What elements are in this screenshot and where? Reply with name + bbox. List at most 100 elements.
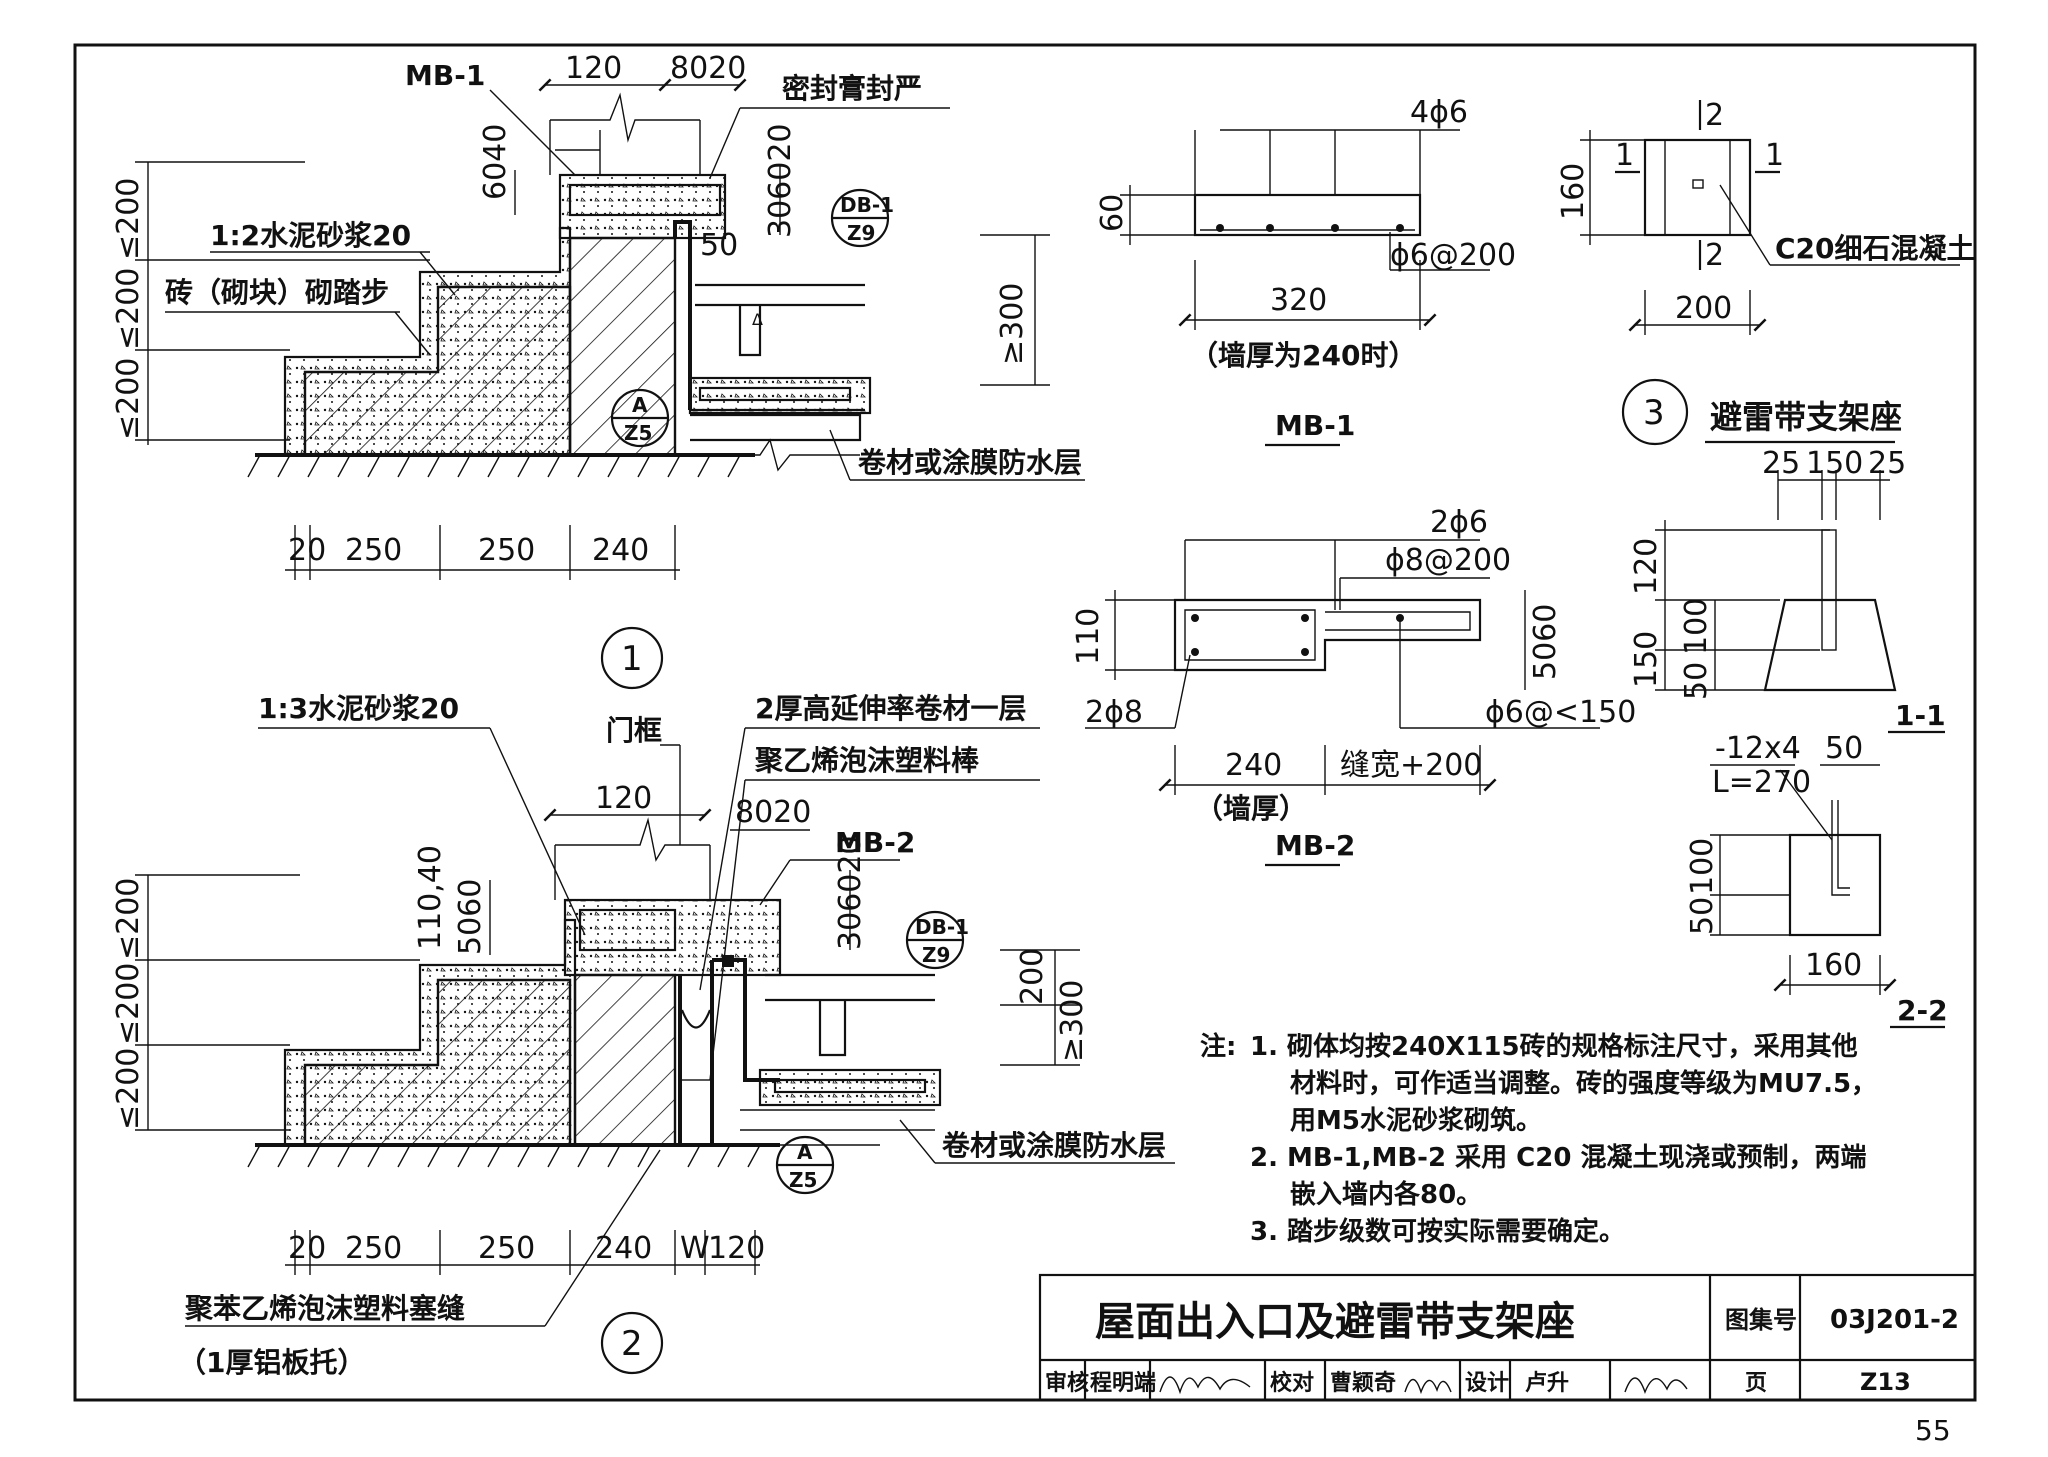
d1-rise-1: ≤200 xyxy=(111,178,146,260)
d3-s11-v1: 150 xyxy=(1629,631,1664,688)
wall-1 xyxy=(568,236,677,457)
d2-dim-200: 200 xyxy=(1015,948,1050,1005)
mb2-wall-note: （墙厚） xyxy=(1195,792,1307,825)
d3-sec2-bot: 2 xyxy=(1705,238,1724,273)
mb2-dim-5060: 5060 xyxy=(1528,604,1563,680)
brick-steps-2 xyxy=(303,978,572,1147)
note-line-3: 用M5水泥砂浆砌筑。 xyxy=(1290,1105,1542,1136)
mb1-dim-320: 320 xyxy=(1270,283,1327,318)
note-line-6: 3. 踏步级数可按实际需要确定。 xyxy=(1250,1216,1625,1247)
d1-ref-db1-bot: Z9 xyxy=(847,221,875,245)
designer-signature xyxy=(1624,1377,1688,1394)
note-line-1: 1. 砌体均按240X115砖的规格标注尺寸，采用其他 xyxy=(1250,1031,1858,1062)
d1-min-300: ≥300 xyxy=(995,283,1030,365)
note-line-2: 材料时，可作适当调整。砖的强度等级为MU7.5， xyxy=(1290,1068,1877,1099)
mb1-bars-top: 4ϕ6 xyxy=(1410,95,1468,130)
d3-sec1-left: 1 xyxy=(1615,138,1634,173)
page-number: 55 xyxy=(1915,1414,1951,1447)
mb2-bars-right: ϕ6@<150 xyxy=(1485,695,1636,730)
d1-bdim-1: 250 xyxy=(345,533,402,568)
mb2-bars-bot: 2ϕ8 xyxy=(1085,695,1143,730)
d3-sec1-right: 1 xyxy=(1765,138,1784,173)
title-block: 屋面出入口及避雷带支架座 图集号 03J201-2 审核 程明端 校对 曹颖奇 … xyxy=(1038,1273,1977,1402)
d1-rise-2: ≤200 xyxy=(111,268,146,350)
d1-brick-steps-label: 砖（砌块）砌踏步 xyxy=(165,276,389,309)
reviewer-signature xyxy=(1159,1376,1251,1395)
d2-door-frame-label: 门框 xyxy=(606,714,662,747)
d1-bdim-0: 20 xyxy=(288,533,326,568)
d3-dim-200: 200 xyxy=(1675,291,1732,326)
notes-prefix: 注: xyxy=(1200,1031,1236,1062)
d2-bdim-4: W xyxy=(680,1231,710,1266)
sheet-border xyxy=(73,43,1977,1402)
d2-rise-2: ≤200 xyxy=(111,963,146,1045)
reviewer-name: 程明端 xyxy=(1090,1371,1156,1396)
mb2-dim-110: 110 xyxy=(1071,608,1106,665)
design-label: 设计 xyxy=(1465,1371,1509,1396)
d3-sec2-top: 2 xyxy=(1705,98,1724,133)
mb2-name: MB-2 xyxy=(1275,829,1355,862)
d2-mortar-label: 1:3水泥砂浆20 xyxy=(258,692,459,725)
d2-mb2-tag: MB-2 xyxy=(835,826,915,859)
mb2-section: 2ϕ6 ϕ8@200 110 5060 2ϕ8 ϕ6@<150 240 缝宽+2… xyxy=(1071,505,1636,867)
d2-rise-1: ≤200 xyxy=(111,878,146,960)
d3-flat-bar: -12x4 xyxy=(1715,731,1801,766)
d3-s22-name: 2-2 xyxy=(1897,994,1948,1027)
d2-ref-a-bot: Z5 xyxy=(789,1168,817,1192)
d2-filler-label: 聚苯乙烯泡沫塑料塞缝 xyxy=(184,1292,465,1325)
d1-bdim-3: 240 xyxy=(592,533,649,568)
d2-filler-note: （1厚铝板托） xyxy=(178,1346,365,1379)
d1-number: 1 xyxy=(621,639,643,679)
detail-1-callout xyxy=(600,626,664,690)
detail-2: 1:3水泥砂浆20 门框 2厚高延伸率卷材一层 聚乙烯泡沫塑料棒 120 802… xyxy=(111,692,1175,1379)
d3-s11-v0: 120 xyxy=(1629,538,1664,595)
general-notes: 注: 1. 砌体均按240X115砖的规格标注尺寸，采用其他 材料时，可作适当调… xyxy=(1200,1031,1877,1247)
d2-rise-3: ≤200 xyxy=(111,1048,146,1130)
d2-dim-8020: 8020 xyxy=(735,795,811,830)
d3-s11-h2: 25 xyxy=(1868,446,1906,481)
d1-bdim-2: 250 xyxy=(478,533,535,568)
d3-s22-dim160: 160 xyxy=(1805,948,1862,983)
designer-name: 卢升 xyxy=(1525,1370,1569,1396)
d3-dim-50: 50 xyxy=(1825,731,1863,766)
d1-ref-db1-top: DB-1 xyxy=(840,193,894,217)
review-label: 审核 xyxy=(1045,1370,1089,1396)
detail-1: Δ 120 8020 MB-1 密封膏封严 6040 306020 50 1:2… xyxy=(111,51,1085,690)
d1-sealant-label: 密封膏封严 xyxy=(782,72,922,105)
d2-foam-rod-label: 聚乙烯泡沫塑料棒 xyxy=(754,744,980,777)
mb1-dim-60: 60 xyxy=(1095,194,1130,232)
mb1-wall-note: （墙厚为240时） xyxy=(1190,339,1416,372)
d2-dim-120: 120 xyxy=(595,781,652,816)
detail-3-callout xyxy=(1621,378,1689,446)
wall-2 xyxy=(573,973,677,1147)
d1-waterproof-label: 卷材或涂膜防水层 xyxy=(858,446,1082,479)
d3-number: 3 xyxy=(1643,393,1665,433)
detail-2-callout xyxy=(600,1311,664,1375)
page-label: 页 xyxy=(1745,1371,1767,1396)
d1-ref-a-bot: Z5 xyxy=(624,421,652,445)
page-code: Z13 xyxy=(1860,1368,1911,1396)
d1-dim-6040: 6040 xyxy=(478,124,513,200)
d3-concrete-label: C20细石混凝土 xyxy=(1775,232,1975,265)
d3-s11-v2: 50 xyxy=(1679,662,1714,700)
d3-s11-v3: 100 xyxy=(1679,598,1714,655)
mb2-bars-top: 2ϕ6 xyxy=(1430,505,1488,540)
sheet-title: 屋面出入口及避雷带支架座 xyxy=(1095,1299,1575,1345)
d2-bdim-3: 240 xyxy=(595,1231,652,1266)
d2-number: 2 xyxy=(621,1324,643,1364)
d2-ref-a-top: A xyxy=(797,1140,813,1164)
d1-dim-8020: 8020 xyxy=(670,51,746,86)
checker-signature xyxy=(1404,1378,1452,1395)
d3-s22-v1: 100 xyxy=(1685,838,1720,895)
mb1-stirrup: ϕ6@200 xyxy=(1390,238,1516,273)
d2-bdim-2: 250 xyxy=(478,1231,535,1266)
d1-rise-3: ≤200 xyxy=(111,358,146,440)
d3-length: L=270 xyxy=(1712,765,1811,800)
detail-3-lightning-support: 2 2 1 1 160 C20细石混凝土 200 3 避雷带支架座 25 150… xyxy=(1556,98,1975,1029)
mb2-dim-240: 240 xyxy=(1225,748,1282,783)
d2-bdim-0: 20 xyxy=(288,1231,326,1266)
d1-dim-50: 50 xyxy=(700,228,738,263)
d3-dim-160: 160 xyxy=(1556,163,1591,220)
d2-dim-11040: 110,40 xyxy=(413,845,448,950)
